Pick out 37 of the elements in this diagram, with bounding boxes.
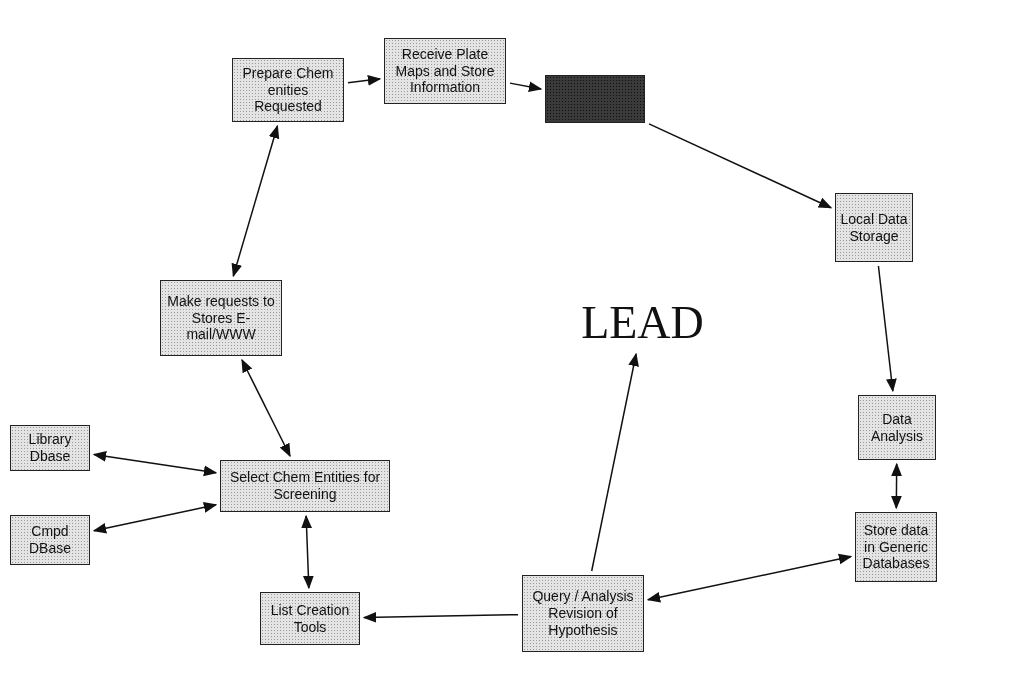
- process-box: [835, 193, 913, 262]
- arrow: [301, 514, 314, 590]
- arrow: [877, 265, 897, 393]
- process-box: [522, 575, 644, 652]
- arrow: [231, 124, 280, 278]
- process-box: [855, 512, 937, 582]
- filled-box: [545, 75, 645, 123]
- process-box: [220, 460, 390, 512]
- process-box: [10, 515, 90, 565]
- arrow: [241, 358, 291, 458]
- process-box: [232, 58, 344, 122]
- arrow: [646, 553, 853, 603]
- box-label: Receive Plate Maps and Store Information: [394, 45, 496, 97]
- arrow: [891, 462, 902, 510]
- box-label: Make requests to Stores E-mail/WWW: [166, 292, 276, 344]
- arrow: [362, 611, 519, 623]
- process-box: [858, 395, 936, 460]
- process-box: [10, 425, 90, 471]
- process-box: [384, 38, 506, 104]
- arrow: [347, 74, 382, 86]
- process-box: [260, 592, 360, 645]
- box-label: Prepare Chem enities Requested: [241, 64, 335, 116]
- arrow: [92, 451, 218, 477]
- arrow: [590, 352, 639, 572]
- arrow: [648, 123, 833, 209]
- process-box: [160, 280, 282, 356]
- box-label: Library Dbase: [27, 431, 73, 465]
- arrow: [509, 81, 543, 92]
- box-label: Data Analysis: [869, 410, 925, 445]
- box-label: Query / Analysis Revision of Hypothesis: [531, 588, 635, 639]
- box-label: Store data in Generic Databases: [861, 521, 931, 573]
- arrow: [92, 502, 218, 534]
- box-label: List Creation Tools: [269, 601, 351, 636]
- lead-label: LEAD: [581, 296, 704, 349]
- box-label: Cmpd DBase: [28, 523, 72, 557]
- box-label: Local Data Storage: [840, 210, 908, 245]
- box-label: Select Chem Entities for Screening: [228, 469, 382, 503]
